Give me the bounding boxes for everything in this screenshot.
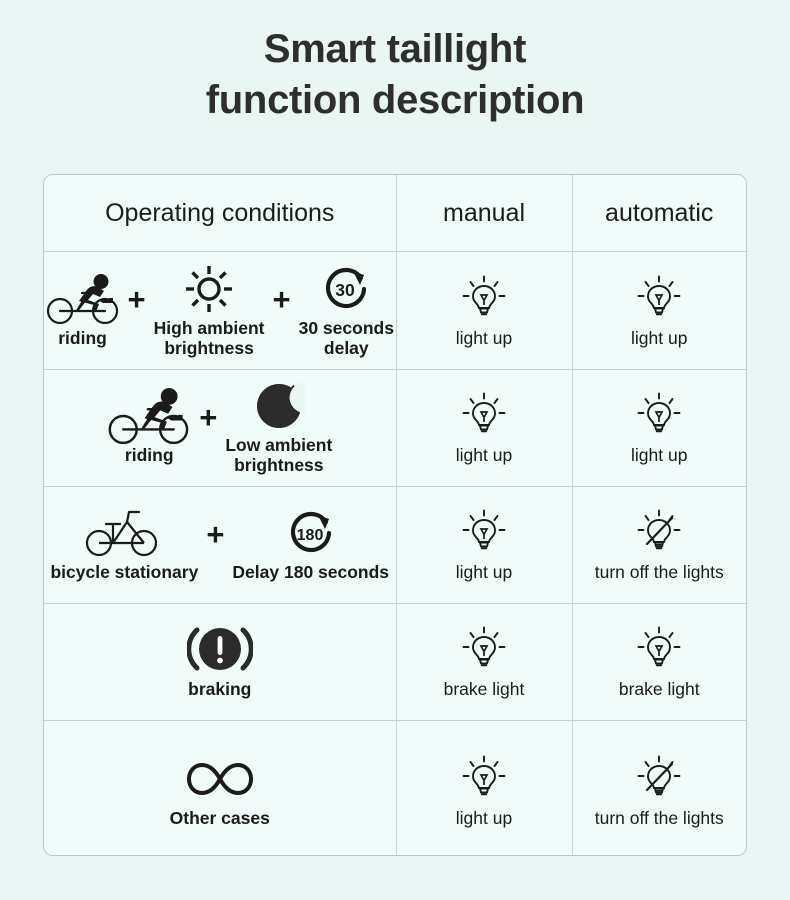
lightbulb-on-icon [461,273,507,321]
conditions-cell: braking [44,603,397,721]
brake-warning-icon [186,624,253,676]
title-line-1: Smart taillight [263,27,527,71]
result-label: turn off the lights [594,562,724,582]
timer-30-icon: 30 [321,263,371,315]
condition-label: braking [188,679,252,700]
plus-icon: + [199,399,218,435]
manual-cell: light up [396,720,573,855]
plus-icon: + [272,282,291,317]
plus-icon: + [206,516,225,552]
table-row: riding + [44,251,746,370]
plus-icon: + [127,282,146,317]
result-label: light up [455,808,513,828]
header-manual: manual [396,175,573,252]
result-label: brake light [443,679,525,699]
condition-item: riding [46,273,120,349]
result-label: light up [455,562,513,582]
condition-item: High ambient brightness [154,263,265,358]
condition-item: Other cases [170,753,270,829]
cyclist-icon [46,273,120,325]
condition-item: 180 Delay 180 seconds [232,507,389,583]
automatic-cell: light up [572,369,746,487]
automatic-cell: turn off the lights [572,486,746,604]
automatic-cell: turn off the lights [572,720,746,855]
result-label: light up [631,445,688,465]
manual-cell: light up [396,369,573,487]
timer-30-value: 30 [336,280,356,300]
lightbulb-on-icon [461,753,507,801]
conditions-cell: bicycle stationary + 180 [44,486,397,604]
moon-icon [253,380,305,432]
condition-item: 30 30 seconds delay [299,263,394,358]
timer-180-icon: 180 [286,507,336,559]
cyclist-icon [107,388,191,445]
result-label: turn off the lights [594,808,724,828]
condition-label: bicycle stationary [50,562,199,583]
lightbulb-off-icon [636,507,682,555]
bicycle-icon [82,507,166,559]
result-label: brake light [618,679,700,699]
condition-label: riding [58,327,107,348]
condition-item: bicycle stationary [50,507,198,583]
sun-icon [183,263,235,315]
table-row: Other cases [44,720,746,855]
lightbulb-on-icon [636,273,682,321]
condition-label: Delay 180 seconds [232,562,390,583]
manual-cell: brake light [396,603,573,721]
table-header-row: Operating conditions manual automatic [44,175,746,252]
infinity-icon [180,753,260,805]
lightbulb-on-icon [461,390,507,438]
condition-label: 30 seconds delay [298,317,394,358]
result-label: light up [455,327,513,348]
conditions-cell: Other cases [44,720,397,855]
lightbulb-on-icon [636,624,682,672]
table-row: riding + [44,369,746,487]
result-label: light up [455,445,513,465]
table-row: bicycle stationary + 180 [44,486,746,604]
condition-label: riding [124,445,174,466]
condition-label: Other cases [169,808,270,829]
conditions-cell: riding + [44,251,397,370]
lightbulb-on-icon [636,390,682,438]
manual-cell: light up [396,486,573,604]
page-title: Smart taillight function description [0,0,790,126]
lightbulb-off-icon [636,753,682,801]
condition-item: Low ambient brightness [225,380,332,475]
condition-label: High ambient brightness [153,317,265,358]
title-line-2: function description [205,78,585,123]
table-row: braking [44,603,746,721]
condition-label: Low ambient brightness [225,435,333,475]
automatic-cell: light up [572,251,746,370]
automatic-cell: brake light [572,603,746,721]
condition-item: braking [186,624,253,700]
manual-cell: light up [396,251,573,370]
timer-180-value: 180 [296,527,323,544]
lightbulb-on-icon [461,624,507,672]
header-automatic: automatic [572,175,746,252]
lightbulb-on-icon [461,507,507,555]
header-operating-conditions: Operating conditions [44,175,397,252]
function-table: Operating conditions manual automatic [43,174,747,856]
conditions-cell: riding + [44,369,397,487]
result-label: light up [631,327,688,348]
condition-item: riding [107,388,191,466]
